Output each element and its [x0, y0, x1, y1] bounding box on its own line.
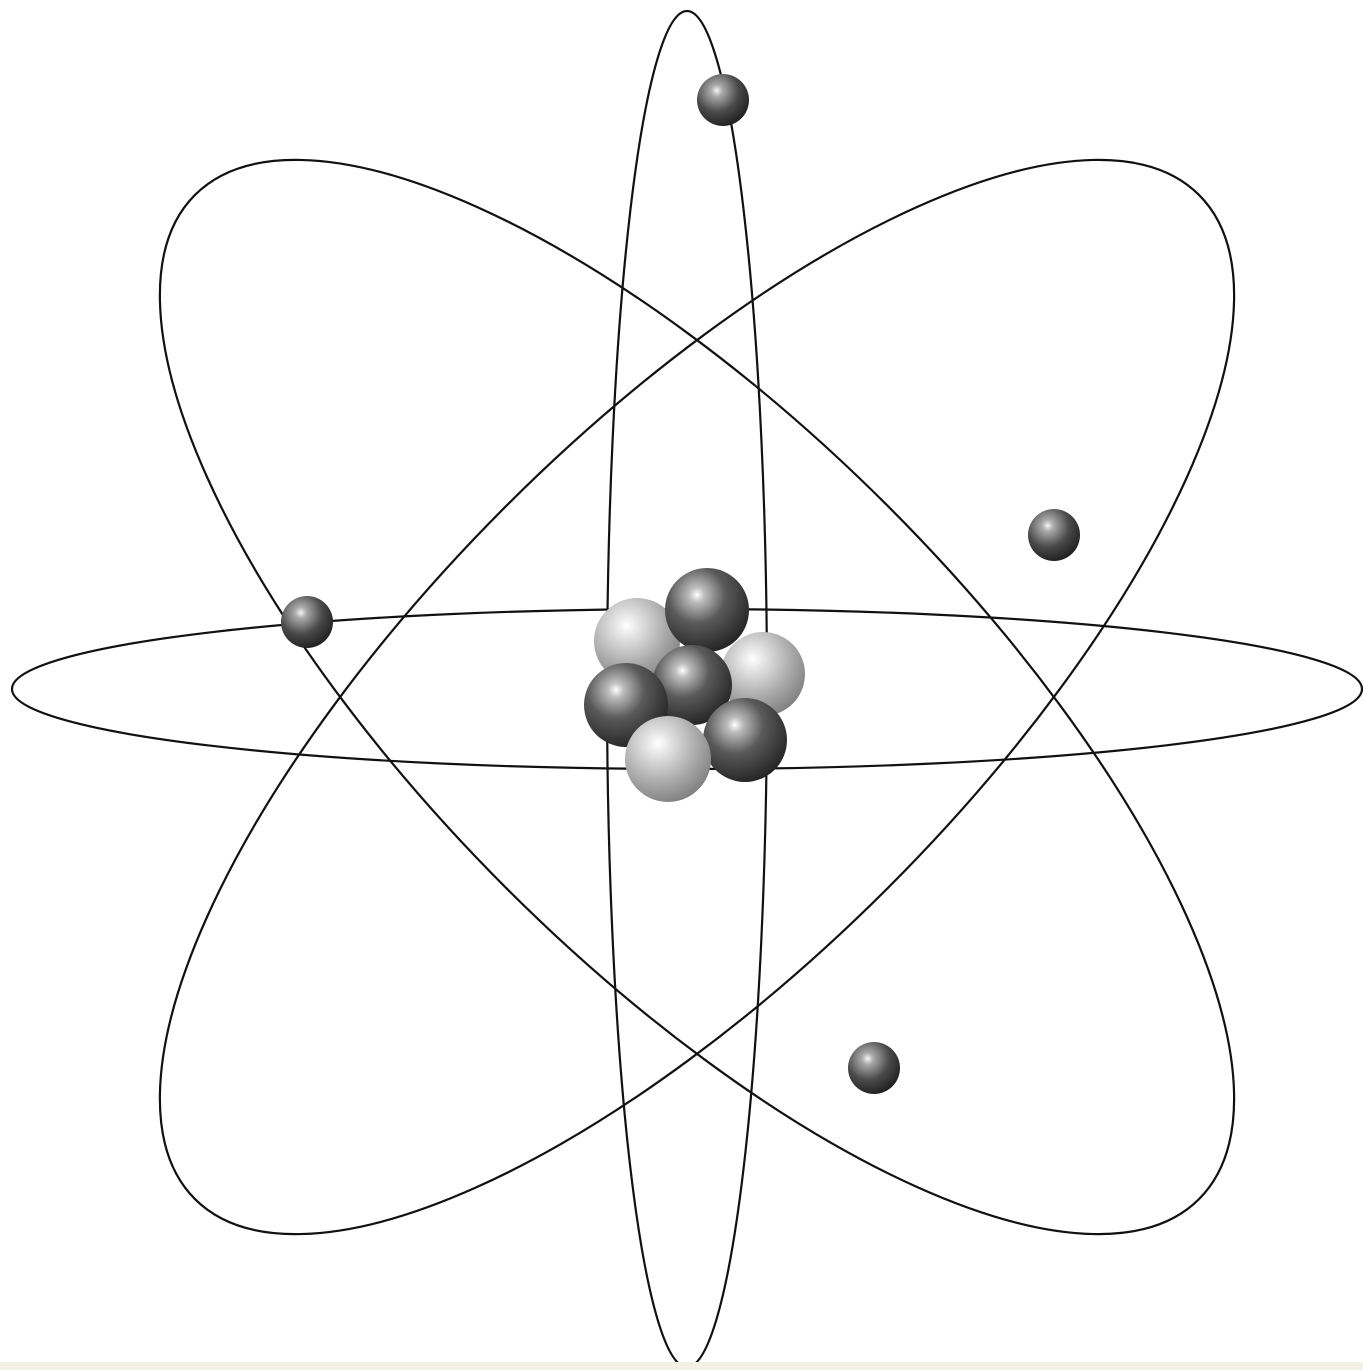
- electron: [848, 1042, 900, 1094]
- electron: [1028, 509, 1080, 561]
- nucleus: [584, 568, 805, 802]
- nucleus-particle-light: [625, 716, 711, 802]
- bottom-strip: [0, 1362, 1363, 1370]
- electron: [697, 74, 749, 126]
- nucleus-particle-dark: [703, 698, 787, 782]
- nucleus-particle-dark: [665, 568, 749, 652]
- electron: [281, 596, 333, 648]
